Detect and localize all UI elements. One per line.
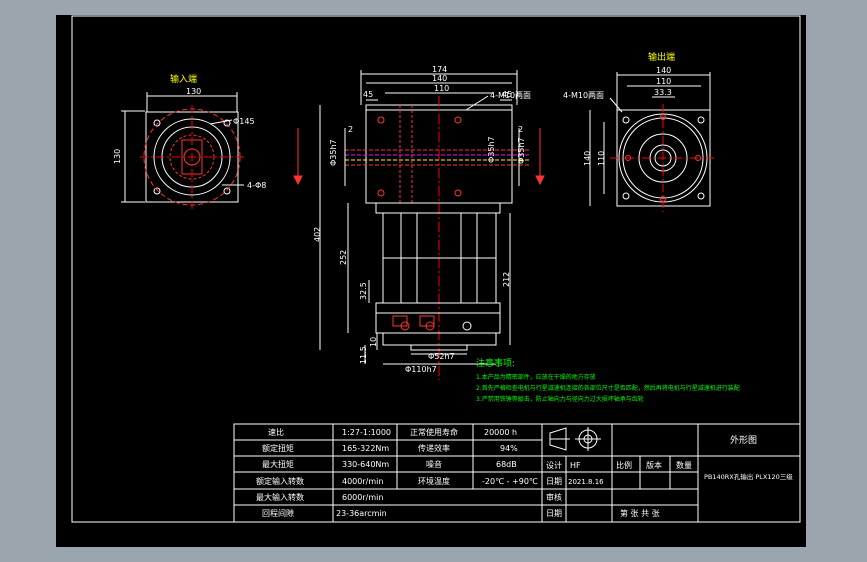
spec-value-3: 4000r/min <box>342 477 383 486</box>
spec-label-5: 回程间隙 <box>262 508 294 518</box>
output-dim-holes: 4-M10两面 <box>563 91 604 100</box>
front-dim-174: 174 <box>432 65 447 74</box>
front-dim-dia-center: Φ35h7 <box>487 136 496 163</box>
spec-value2-1: 94% <box>500 444 518 453</box>
input-dim-dia: Φ145 <box>233 117 255 126</box>
input-dim-height: 130 <box>113 149 122 164</box>
title-block <box>541 423 801 523</box>
front-dim-32: 32.5 <box>359 282 368 300</box>
front-dim-110: 110 <box>434 84 449 93</box>
front-dim-holes: 4-M10两面 <box>490 91 531 100</box>
title-block-text: 外形图 设计 HF 比例 版本 数量 PB140RX孔输出 PLX120三级 日… <box>546 434 793 518</box>
date2-label: 日期 <box>546 509 562 518</box>
spec-value-2: 330-640Nm <box>342 460 389 469</box>
front-dim-10: 10 <box>369 337 378 347</box>
notes-block: 注意事项: 1.本产品为精密部件，应放在干燥的地方存放 2.首先严格检查电机与行… <box>476 357 740 403</box>
front-dim-base-width: Φ52h7 <box>428 352 455 361</box>
spec-label2-3: 环境温度 <box>418 476 450 486</box>
input-dim-width: 130 <box>186 87 201 96</box>
spec-value2-0: 20000 h <box>484 428 517 437</box>
front-dim-11-5: 11.5 <box>359 346 368 364</box>
scale-label: 比例 <box>616 460 632 470</box>
output-view: 输出端 140 110 33.3 4-M10两面 140 110 <box>563 51 716 212</box>
spec-label2-1: 传递效率 <box>418 443 450 453</box>
output-dim-33: 33.3 <box>654 88 672 97</box>
output-view-title: 输出端 <box>648 51 675 63</box>
front-dim-2a: 2 <box>348 125 353 134</box>
spec-value-1: 165-322Nm <box>342 444 389 453</box>
spec-label2-0: 正常使用寿命 <box>410 427 458 437</box>
front-dim-dia-left: Φ35h7 <box>329 139 338 166</box>
output-dim-110: 110 <box>656 77 671 86</box>
front-dim-2b: 2 <box>518 125 523 134</box>
spec-value-0: 1:27-1:1000 <box>342 428 391 437</box>
output-dim-h110: 110 <box>597 151 606 166</box>
front-dim-base-dia: Φ110h7 <box>405 365 437 374</box>
note-line-3: 3.严禁用铁锤等敲击，防止轴向力与径向力过大损坏轴承与齿轮 <box>476 395 644 403</box>
note-line-1: 1.本产品为精密部件，应放在干燥的地方存放 <box>476 373 596 381</box>
sheet-count: 第 张 共 张 <box>620 508 660 518</box>
input-view-title: 输入端 <box>170 73 197 85</box>
output-dim-h140: 140 <box>583 151 592 166</box>
spec-value2-2: 68dB <box>496 460 517 469</box>
spec-value-5: 23-36arcmin <box>336 509 387 518</box>
date-value: 2021.8.16 <box>568 478 604 486</box>
note-line-2: 2.首先严格检查电机与行星减速机连接的各部位尺寸是否匹配，然后再将电机与行星减速… <box>476 384 740 392</box>
spec-value-4: 6000r/min <box>342 493 383 502</box>
qty-label: 数量 <box>676 460 692 470</box>
model-text: PB140RX孔输出 PLX120三级 <box>704 472 793 481</box>
date-label: 日期 <box>546 477 562 486</box>
drawing-title: 外形图 <box>730 434 757 446</box>
input-dim-holes: 4-Φ8 <box>247 181 266 190</box>
design-label: 设计 <box>546 460 562 470</box>
front-dim-140: 140 <box>432 74 447 83</box>
design-value: HF <box>570 461 581 470</box>
front-dim-402: 402 <box>313 227 322 242</box>
spec-label-3: 额定输入转数 <box>256 476 304 486</box>
spec-label-0: 速比 <box>268 427 284 437</box>
front-dim-252: 252 <box>339 250 348 265</box>
front-dim-45b: 45 <box>502 90 512 99</box>
notes-heading: 注意事项: <box>476 357 515 369</box>
spec-label-1: 额定扭矩 <box>262 443 294 453</box>
front-dim-45a: 45 <box>363 90 373 99</box>
spec-table-text: 速比 1:27-1:1000 正常使用寿命 20000 h 额定扭矩 165-3… <box>256 427 538 518</box>
spec-label2-2: 噪音 <box>426 459 442 469</box>
front-view: 174 140 110 45 45 2 2 4-M10两面 Φ35h7 Φ35h… <box>313 65 531 380</box>
section-arrows <box>293 128 545 186</box>
review-label: 审核 <box>546 492 562 502</box>
drawing-sheet <box>56 15 806 547</box>
output-dim-140: 140 <box>656 66 671 75</box>
spec-table <box>233 423 543 523</box>
version-label: 版本 <box>646 460 662 470</box>
front-dim-dia-right: Φ35h7 <box>517 137 526 164</box>
front-dim-212: 212 <box>502 272 511 287</box>
input-view: 输入端 130 130 Φ145 4-Φ8 <box>113 73 266 209</box>
spec-label-4: 最大输入转数 <box>256 492 304 502</box>
spec-label-2: 最大扭矩 <box>262 459 294 469</box>
spec-value2-3: -20℃ - +90℃ <box>482 477 538 486</box>
